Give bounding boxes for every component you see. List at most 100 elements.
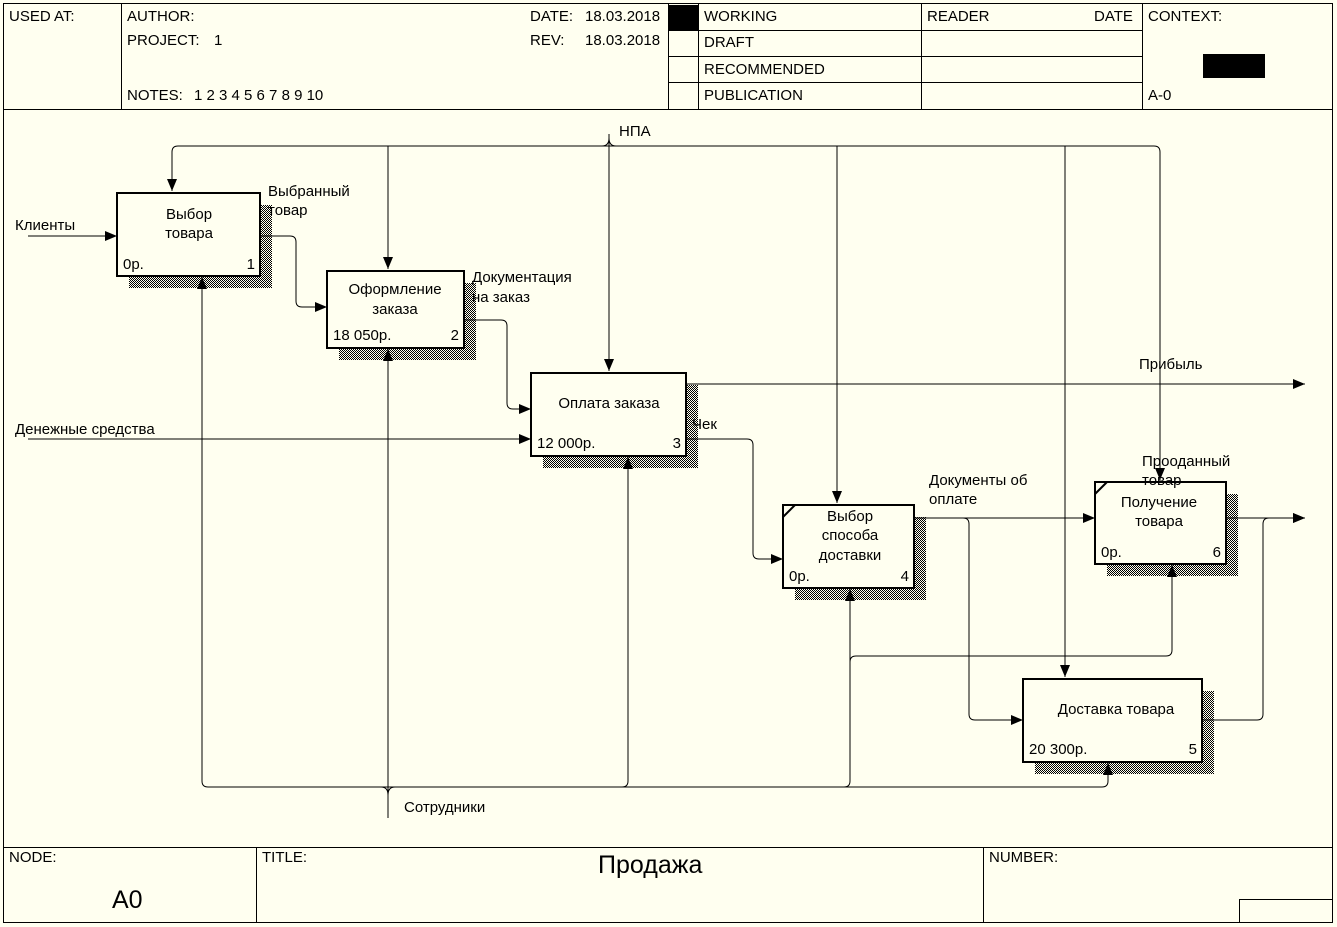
box-2-number: 2 [451, 327, 459, 344]
status-draft: DRAFT [704, 34, 754, 51]
node-label: NODE: [9, 849, 57, 866]
footer-corner-cell [1239, 899, 1333, 923]
date-label: DATE: [530, 8, 574, 25]
arrow-lines [28, 134, 1305, 818]
box-4-title-1: Выбор [827, 508, 873, 525]
box-3-number: 3 [673, 435, 681, 452]
label-sold-1: Прооданный [1142, 453, 1230, 470]
box-2-frame [326, 270, 465, 349]
box-6-title-1: Получение [1121, 494, 1197, 511]
arrow-order-docs [464, 319, 531, 414]
box-2-title-1: Оформление [348, 281, 441, 298]
box-6-frame [1094, 481, 1227, 565]
activity-box-4[interactable]: Выбор способа доставки 0р. 4 [782, 504, 926, 600]
working-status-marker [669, 5, 698, 30]
status-working: WORKING [704, 8, 778, 25]
header-bottom-line [3, 109, 1333, 110]
label-sold-2: товар [1142, 472, 1182, 489]
box-1-number: 1 [247, 256, 255, 273]
box-1-title-1: Выбор [166, 206, 212, 223]
activity-box-3[interactable]: Оплата заказа 12 000р. 3 [530, 372, 698, 468]
box-3-frame [530, 372, 687, 457]
header-divider-5 [1142, 3, 1143, 109]
label-staff: Сотрудники [404, 799, 485, 816]
context-node-marker [1203, 54, 1265, 78]
label-paydocs-2: оплате [929, 491, 977, 508]
number-label: NUMBER: [989, 849, 1059, 866]
box-4-title-3: доставки [819, 547, 882, 564]
status-publication: PUBLICATION [704, 87, 803, 104]
arrow-npa-to-1 [167, 145, 179, 191]
context-node: A-0 [1148, 87, 1172, 104]
label-docs-2: на заказ [472, 289, 530, 306]
notes-value: 1 2 3 4 5 6 7 8 9 10 [194, 87, 324, 104]
box-3-cost: 12 000р. [537, 435, 595, 452]
used-at-label: USED AT: [9, 8, 75, 25]
activity-box-2[interactable]: Оформление заказа 18 050р. 2 [326, 270, 476, 360]
activity-box-1[interactable]: Выбор товара 0р. 1 [116, 192, 272, 288]
node-value: A0 [112, 886, 143, 914]
reader-date-label: DATE [1094, 8, 1133, 25]
arrow-staff-brace [380, 786, 396, 796]
box-2-cost: 18 050р. [333, 327, 391, 344]
box-4-cost: 0р. [789, 568, 810, 585]
box-5-frame [1022, 678, 1203, 763]
activity-box-5[interactable]: Доставка товара 20 300р. 5 [1022, 678, 1214, 774]
label-money: Денежные средства [15, 421, 155, 438]
footer-top-line [3, 847, 1333, 848]
arrow-staff-to-3 [621, 457, 633, 788]
footer-divider-1 [256, 847, 257, 923]
status-row-line-2 [668, 56, 1142, 57]
status-recommended: RECOMMENDED [704, 61, 825, 78]
box-1-title-2: товара [165, 225, 214, 242]
footer-divider-2 [983, 847, 984, 923]
arrow-npa-bar [178, 145, 1161, 153]
arrow-payment-docs-to-5 [914, 517, 1023, 725]
box-6-title-2: товара [1135, 513, 1184, 530]
box-4-frame [782, 504, 915, 589]
rev-value: 18.03.2018 [585, 32, 661, 49]
status-row-line-3 [668, 82, 1142, 83]
project-value: 1 [214, 32, 223, 49]
arrow-chosen-product [260, 235, 327, 312]
box-3-title-1: Оплата заказа [558, 395, 660, 412]
date-value: 18.03.2018 [585, 8, 661, 25]
title-label: TITLE: [262, 849, 308, 866]
box-2-title-2: заказа [372, 301, 418, 318]
title-value: Продажа [598, 851, 703, 879]
project-label: PROJECT: [127, 32, 200, 49]
header-divider-1 [121, 3, 122, 109]
status-row-line-1 [668, 30, 1142, 31]
label-clients: Клиенты [15, 217, 75, 234]
label-npa: НПА [619, 123, 651, 140]
box-4-title-2: способа [822, 527, 879, 544]
box-1-frame [116, 192, 261, 277]
label-profit: Прибыль [1139, 356, 1203, 373]
label-paydocs-1: Документы об [929, 472, 1027, 489]
box-5-title-1: Доставка товара [1058, 701, 1175, 718]
arrow-staff-to-6 [849, 565, 1177, 663]
box-5-cost: 20 300р. [1029, 741, 1087, 758]
author-label: AUTHOR: [127, 8, 195, 25]
activity-box-6[interactable]: Получение товара 0р. 6 [1094, 481, 1238, 576]
box-5-number: 5 [1189, 741, 1197, 758]
label-docs-1: Документация [472, 269, 572, 286]
reader-label: READER [927, 8, 990, 25]
box-6-corner-mark [1094, 481, 1108, 495]
arrow-staff-to-4 [843, 589, 855, 788]
box-1-cost: 0р. [123, 256, 144, 273]
label-chosen-1: Выбранный [268, 183, 350, 200]
arrow-check [686, 438, 783, 564]
context-label: CONTEXT: [1148, 8, 1223, 25]
box-6-number: 6 [1213, 544, 1221, 561]
label-chosen-2: товар [268, 202, 308, 219]
arrow-staff-bar [208, 763, 1113, 788]
label-check: Чек [692, 416, 717, 433]
box-4-corner-mark [782, 504, 796, 518]
arrow-staff-to-1 [197, 277, 209, 788]
box-6-cost: 0р. [1101, 544, 1122, 561]
rev-label: REV: [530, 32, 565, 49]
box-4-number: 4 [901, 568, 909, 585]
notes-label: NOTES: [127, 87, 183, 104]
